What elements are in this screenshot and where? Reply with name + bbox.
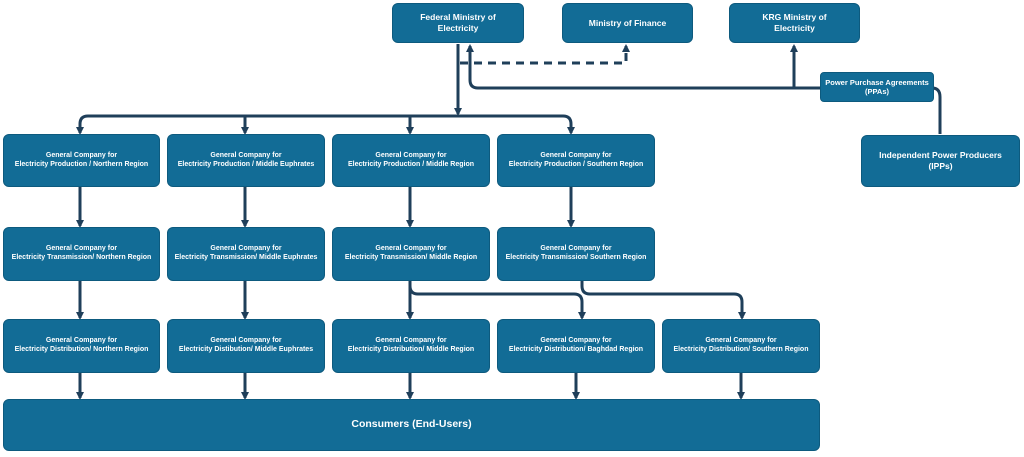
consumers-box: Consumers (End-Users) xyxy=(3,399,820,451)
ministry-of-finance-box: Ministry of Finance xyxy=(562,3,693,43)
federal-finance-dashed-line xyxy=(460,44,630,65)
production-middle-region-box: General Company for Electricity Producti… xyxy=(332,134,490,187)
federal-ministry-box: Federal Ministry of Electricity xyxy=(392,3,524,43)
production-bus-line xyxy=(78,114,573,133)
branch-south-to-southern-dist xyxy=(580,281,746,320)
branch-middle-to-baghdad xyxy=(408,285,586,320)
distribution-baghdad-box: General Company for Electricity Distribu… xyxy=(497,319,655,373)
distribution-middle-region-box: General Company for Electricity Distribu… xyxy=(332,319,490,373)
distribution-southern-box: General Company for Electricity Distribu… xyxy=(662,319,820,373)
ipp-box: Independent Power Producers (IPPs) xyxy=(861,135,1020,187)
transmission-middle-region-box: General Company for Electricity Transmis… xyxy=(332,227,490,281)
production-middle-euphrates-box: General Company for Electricity Producti… xyxy=(167,134,325,187)
production-northern-box: General Company for Electricity Producti… xyxy=(3,134,160,187)
production-southern-box: General Company for Electricity Producti… xyxy=(497,134,655,187)
ppa-box: Power Purchase Agreements (PPAs) xyxy=(820,72,934,102)
ppa-to-federal-line xyxy=(466,44,822,90)
transmission-northern-box: General Company for Electricity Transmis… xyxy=(3,227,160,281)
distribution-middle-euphrates-box: General Company for Electricity Distibut… xyxy=(167,319,325,373)
distribution-northern-box: General Company for Electricity Distribu… xyxy=(3,319,160,373)
krg-ministry-box: KRG Ministry of Electricity xyxy=(729,3,860,43)
transmission-middle-euphrates-box: General Company for Electricity Transmis… xyxy=(167,227,325,281)
transmission-southern-box: General Company for Electricity Transmis… xyxy=(497,227,655,281)
